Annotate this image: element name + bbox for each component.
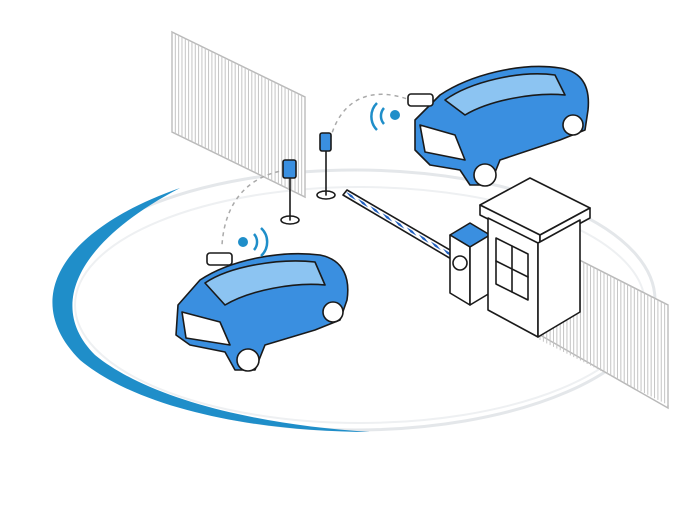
car-top-right xyxy=(407,65,590,187)
car-bottom-left xyxy=(175,252,349,372)
barrier-stripe xyxy=(358,198,369,208)
barrier-stripe xyxy=(382,213,393,222)
wifi-icon-bottom xyxy=(238,227,269,257)
barrier-stripe xyxy=(394,220,405,229)
barrier-box xyxy=(449,222,491,306)
barrier-stripe xyxy=(418,234,429,243)
barrier-stripe xyxy=(406,227,417,236)
transponder-top xyxy=(407,93,434,107)
signal-path-top xyxy=(329,93,411,141)
barrier-stripe xyxy=(430,241,441,251)
transponder-bottom xyxy=(206,252,233,266)
reader-pole-right xyxy=(316,132,336,200)
signal-path-bottom xyxy=(221,169,288,246)
reader-pole-left xyxy=(280,159,300,225)
barrier-stripe xyxy=(370,205,381,215)
barrier-arm xyxy=(342,189,463,264)
fence-left xyxy=(171,30,306,199)
guard-booth xyxy=(479,177,591,338)
barrier-stripe xyxy=(346,191,357,201)
wifi-icon-top xyxy=(370,102,400,131)
